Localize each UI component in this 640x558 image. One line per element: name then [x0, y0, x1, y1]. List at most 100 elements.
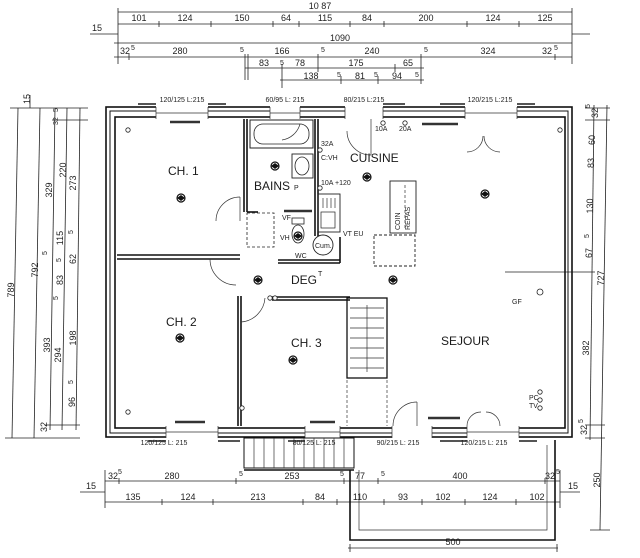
- svg-text:83: 83: [586, 158, 596, 168]
- annotation-10a-120: 10A +120: [321, 180, 351, 187]
- radiators: [170, 120, 460, 424]
- room-label-bains: BAINS: [254, 179, 290, 193]
- annotation-pc: PC: [529, 395, 539, 402]
- svg-text:198: 198: [68, 330, 78, 345]
- dim-bottom-row-2: 135 124 213 84 110 93 102 124 102: [125, 492, 544, 502]
- svg-text:32: 32: [53, 117, 60, 125]
- svg-text:253: 253: [284, 471, 299, 481]
- bathtub: [249, 119, 314, 149]
- svg-text:93: 93: [398, 492, 408, 502]
- svg-text:400: 400: [452, 471, 467, 481]
- svg-text:62: 62: [68, 254, 78, 264]
- front-steps: [243, 437, 355, 471]
- svg-text:280: 280: [172, 46, 187, 56]
- dim-row-4: 138 5 81 5 94 5: [303, 71, 419, 81]
- light-icon: [288, 355, 298, 365]
- water-heater-cumulus: [312, 234, 334, 256]
- ceiling-lights: [175, 161, 490, 365]
- svg-text:5: 5: [56, 258, 63, 262]
- exterior-walls: [105, 103, 573, 442]
- svg-text:5: 5: [131, 45, 135, 52]
- svg-text:32: 32: [108, 471, 118, 481]
- svg-text:220: 220: [58, 162, 68, 177]
- dim-right-total: 727: [596, 270, 606, 285]
- svg-text:393: 393: [42, 337, 52, 352]
- svg-text:32: 32: [120, 46, 130, 56]
- svg-text:96: 96: [67, 397, 77, 407]
- svg-text:102: 102: [435, 492, 450, 502]
- svg-text:32: 32: [545, 471, 555, 481]
- svg-text:83: 83: [259, 58, 269, 68]
- light-icon: [293, 231, 303, 241]
- svg-text:5: 5: [53, 296, 60, 300]
- svg-text:5: 5: [374, 72, 378, 79]
- room-label-wc: WC: [295, 253, 307, 260]
- dim-total-inner: 1090: [330, 33, 350, 43]
- svg-text:102: 102: [529, 492, 544, 502]
- svg-text:77: 77: [355, 471, 365, 481]
- dim-right-values: 32 5 60 83 130 5 67 382 32 5: [578, 104, 600, 435]
- svg-text:120/125 L: 215: 120/125 L: 215: [141, 440, 188, 447]
- annotation-vteu: VT EU: [343, 231, 364, 238]
- svg-text:5: 5: [53, 108, 60, 112]
- svg-text:110: 110: [353, 492, 367, 502]
- svg-text:5: 5: [239, 471, 243, 478]
- room-label-deg: DEG: [291, 273, 317, 287]
- left-dimension-lines: [5, 95, 88, 439]
- svg-text:5: 5: [280, 60, 284, 67]
- svg-text:324: 324: [480, 46, 495, 56]
- annotation-t: T: [318, 271, 323, 278]
- svg-text:83: 83: [55, 275, 65, 285]
- light-icon: [362, 172, 372, 182]
- dim-left-total-inner: 792: [30, 262, 40, 277]
- interior-walls: [117, 119, 388, 426]
- svg-text:115: 115: [55, 231, 65, 245]
- dim-bottom-offset-left: 15: [86, 481, 96, 491]
- svg-text:67: 67: [584, 248, 594, 258]
- outlets: [125, 120, 563, 415]
- svg-text:60: 60: [587, 135, 597, 145]
- dim-terrace-width: 500: [445, 537, 460, 547]
- svg-text:101: 101: [131, 13, 146, 23]
- svg-text:200: 200: [418, 13, 433, 23]
- dim-left-total-outer: 789: [6, 282, 16, 297]
- right-dimension-lines: [505, 104, 610, 531]
- annotation-cvh: C:VH: [321, 155, 338, 162]
- annotation-vf: VF: [282, 215, 291, 222]
- svg-text:135: 135: [125, 492, 140, 502]
- svg-text:5: 5: [415, 72, 419, 79]
- annotation-gf: GF: [512, 299, 522, 306]
- dim-offset-left: 15: [92, 23, 102, 33]
- room-label-ch3: CH. 3: [291, 336, 322, 350]
- svg-text:5: 5: [585, 104, 592, 108]
- svg-text:84: 84: [362, 13, 372, 23]
- room-label-ch1: CH. 1: [168, 164, 199, 178]
- svg-text:32: 32: [590, 108, 600, 118]
- light-icon: [270, 161, 280, 171]
- toilet: [291, 217, 305, 244]
- svg-text:5: 5: [240, 47, 244, 54]
- svg-text:120/125 L:215: 120/125 L:215: [160, 97, 205, 104]
- svg-text:60/95 L: 215: 60/95 L: 215: [266, 97, 305, 104]
- dim-left-offset: 15: [22, 94, 32, 104]
- svg-text:5: 5: [578, 419, 585, 423]
- closet-outline: [246, 212, 275, 248]
- dim-row-1: 101 124 150 64 115 84 200 124 125: [131, 13, 552, 23]
- dining-table: [373, 234, 416, 267]
- svg-text:124: 124: [485, 13, 500, 23]
- light-icon: [480, 189, 490, 199]
- bottom-dimension-lines: [80, 470, 580, 552]
- opening-labels-top: 120/125 L:215 60/95 L: 215 80/215 L:215 …: [160, 97, 513, 104]
- svg-text:329: 329: [44, 182, 54, 197]
- washbasin: [291, 153, 314, 179]
- room-label-cuisine: CUISINE: [350, 151, 399, 165]
- dim-total-outer: 10 87: [309, 1, 332, 11]
- room-label-sejour: SEJOUR: [441, 334, 490, 348]
- svg-text:124: 124: [482, 492, 497, 502]
- svg-text:280: 280: [164, 471, 179, 481]
- svg-text:130: 130: [585, 198, 595, 213]
- svg-text:5: 5: [340, 471, 344, 478]
- top-dimension-lines: [90, 8, 590, 88]
- svg-text:84: 84: [315, 492, 325, 502]
